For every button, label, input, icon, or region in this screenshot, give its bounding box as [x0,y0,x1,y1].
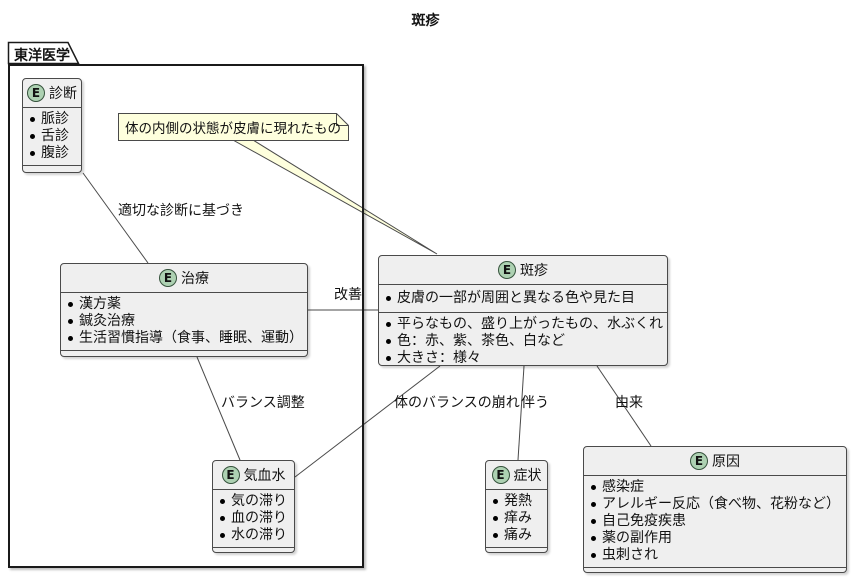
attribute-item: 薬の副作用 [588,530,842,547]
entity-type-icon: E [690,452,708,470]
entity-type-icon: E [221,466,240,484]
entity-hanshin: E 斑疹 皮膚の一部が周囲と異なる色や見た目 平らなもの、盛り上がったもの、水ぶ… [378,255,668,366]
entity-type-icon: E [159,269,177,287]
entity-footer [23,165,81,172]
entity-shojo: E 症状 発熱 痒み 痛み [485,460,548,553]
frame-toyo-igaku [8,64,364,568]
entity-name: 診断 [49,86,77,102]
attribute-item: 血の滞り [217,510,290,527]
attribute-item: 虫刺され [588,547,842,564]
attribute-item: 漢方薬 [65,296,303,313]
attribute-item: 平らなもの、盛り上がったもの、水ぶくれ [383,316,663,333]
entity-genin: E 原因 感染症 アレルギー反応（食べ物、花粉など） 自己免疫疾患 薬の副作用 … [583,446,847,573]
entity-kiketsusui: E 気血水 気の滞り 血の滞り 水の滞り [212,460,295,553]
entity-footer [584,567,846,574]
attribute-item: 痛み [490,527,543,544]
entity-name: 斑疹 [520,263,548,279]
attribute-list: 気の滞り 血の滞り 水の滞り [213,490,294,547]
attribute-item: 大きさ：様々 [383,350,663,367]
entity-footer [486,547,547,554]
attribute-item: 舌診 [27,128,77,145]
entity-header: E 斑疹 [379,256,667,285]
attribute-item: 気の滞り [217,493,290,510]
entity-header: E 気血水 [213,461,294,490]
attribute-list: 皮膚の一部が周囲と異なる色や見た目 [379,285,667,312]
diagram-title: 斑疹 [411,13,440,29]
entity-header: E 原因 [584,447,846,476]
attribute-item: 鍼灸治療 [65,313,303,330]
edge-label-shindan-chiryo: 適切な診断に基づき [118,203,244,219]
entity-type-icon: E [498,261,516,279]
entity-name: 症状 [513,468,542,484]
edge-label-chiryo-kiketsusui: バランス調整 [221,395,305,411]
attribute-list: 平らなもの、盛り上がったもの、水ぶくれ 色：赤、紫、茶色、白など 大きさ：様々 [379,312,667,370]
attribute-item: 色：赤、紫、茶色、白など [383,333,663,350]
attribute-list: 発熱 痒み 痛み [486,490,547,547]
attribute-item: 生活習慣指導（食事、睡眠、運動） [65,330,303,347]
entity-header: E 症状 [486,461,547,490]
edge-label-hanshin-shojo: 伴う [521,395,549,411]
entity-shindan: E 診断 脈診 舌診 腹診 [22,78,82,173]
edge-hanshin-shojo [517,365,525,461]
entity-header: E 治療 [61,264,307,293]
attribute-item: 自己免疫疾患 [588,513,842,530]
entity-name: 治療 [181,271,209,287]
entity-footer [61,350,307,357]
entity-type-icon: E [491,466,510,484]
frame-label: 東洋医学 [14,48,70,64]
attribute-item: 腹診 [27,145,77,162]
edge-label-hanshin-kiketsusui: 体のバランスの崩れ [394,395,520,411]
attribute-item: アレルギー反応（食べ物、花粉など） [588,496,842,513]
edge-label-hanshin-genin: 由来 [615,395,643,411]
attribute-list: 脈診 舌診 腹診 [23,108,81,165]
attribute-item: 感染症 [588,479,842,496]
entity-name: 気血水 [243,468,286,484]
attribute-item: 発熱 [490,493,543,510]
entity-name: 原因 [712,454,740,470]
entity-header: E 診断 [23,79,81,108]
attribute-item: 水の滞り [217,527,290,544]
attribute-list: 漢方薬 鍼灸治療 生活習慣指導（食事、睡眠、運動） [61,293,307,350]
attribute-list: 感染症 アレルギー反応（食べ物、花粉など） 自己免疫疾患 薬の副作用 虫刺され [584,476,846,567]
entity-type-icon: E [27,84,45,102]
entity-chiryo: E 治療 漢方薬 鍼灸治療 生活習慣指導（食事、睡眠、運動） [60,263,308,357]
attribute-item: 皮膚の一部が周囲と異なる色や見た目 [383,290,663,307]
attribute-item: 脈診 [27,111,77,128]
note-text: 体の内側の状態が皮膚に現れたもの [125,121,341,137]
entity-footer [213,547,294,554]
edge-label-chiryo-hanshin: 改善 [334,287,362,303]
attribute-item: 痒み [490,510,543,527]
